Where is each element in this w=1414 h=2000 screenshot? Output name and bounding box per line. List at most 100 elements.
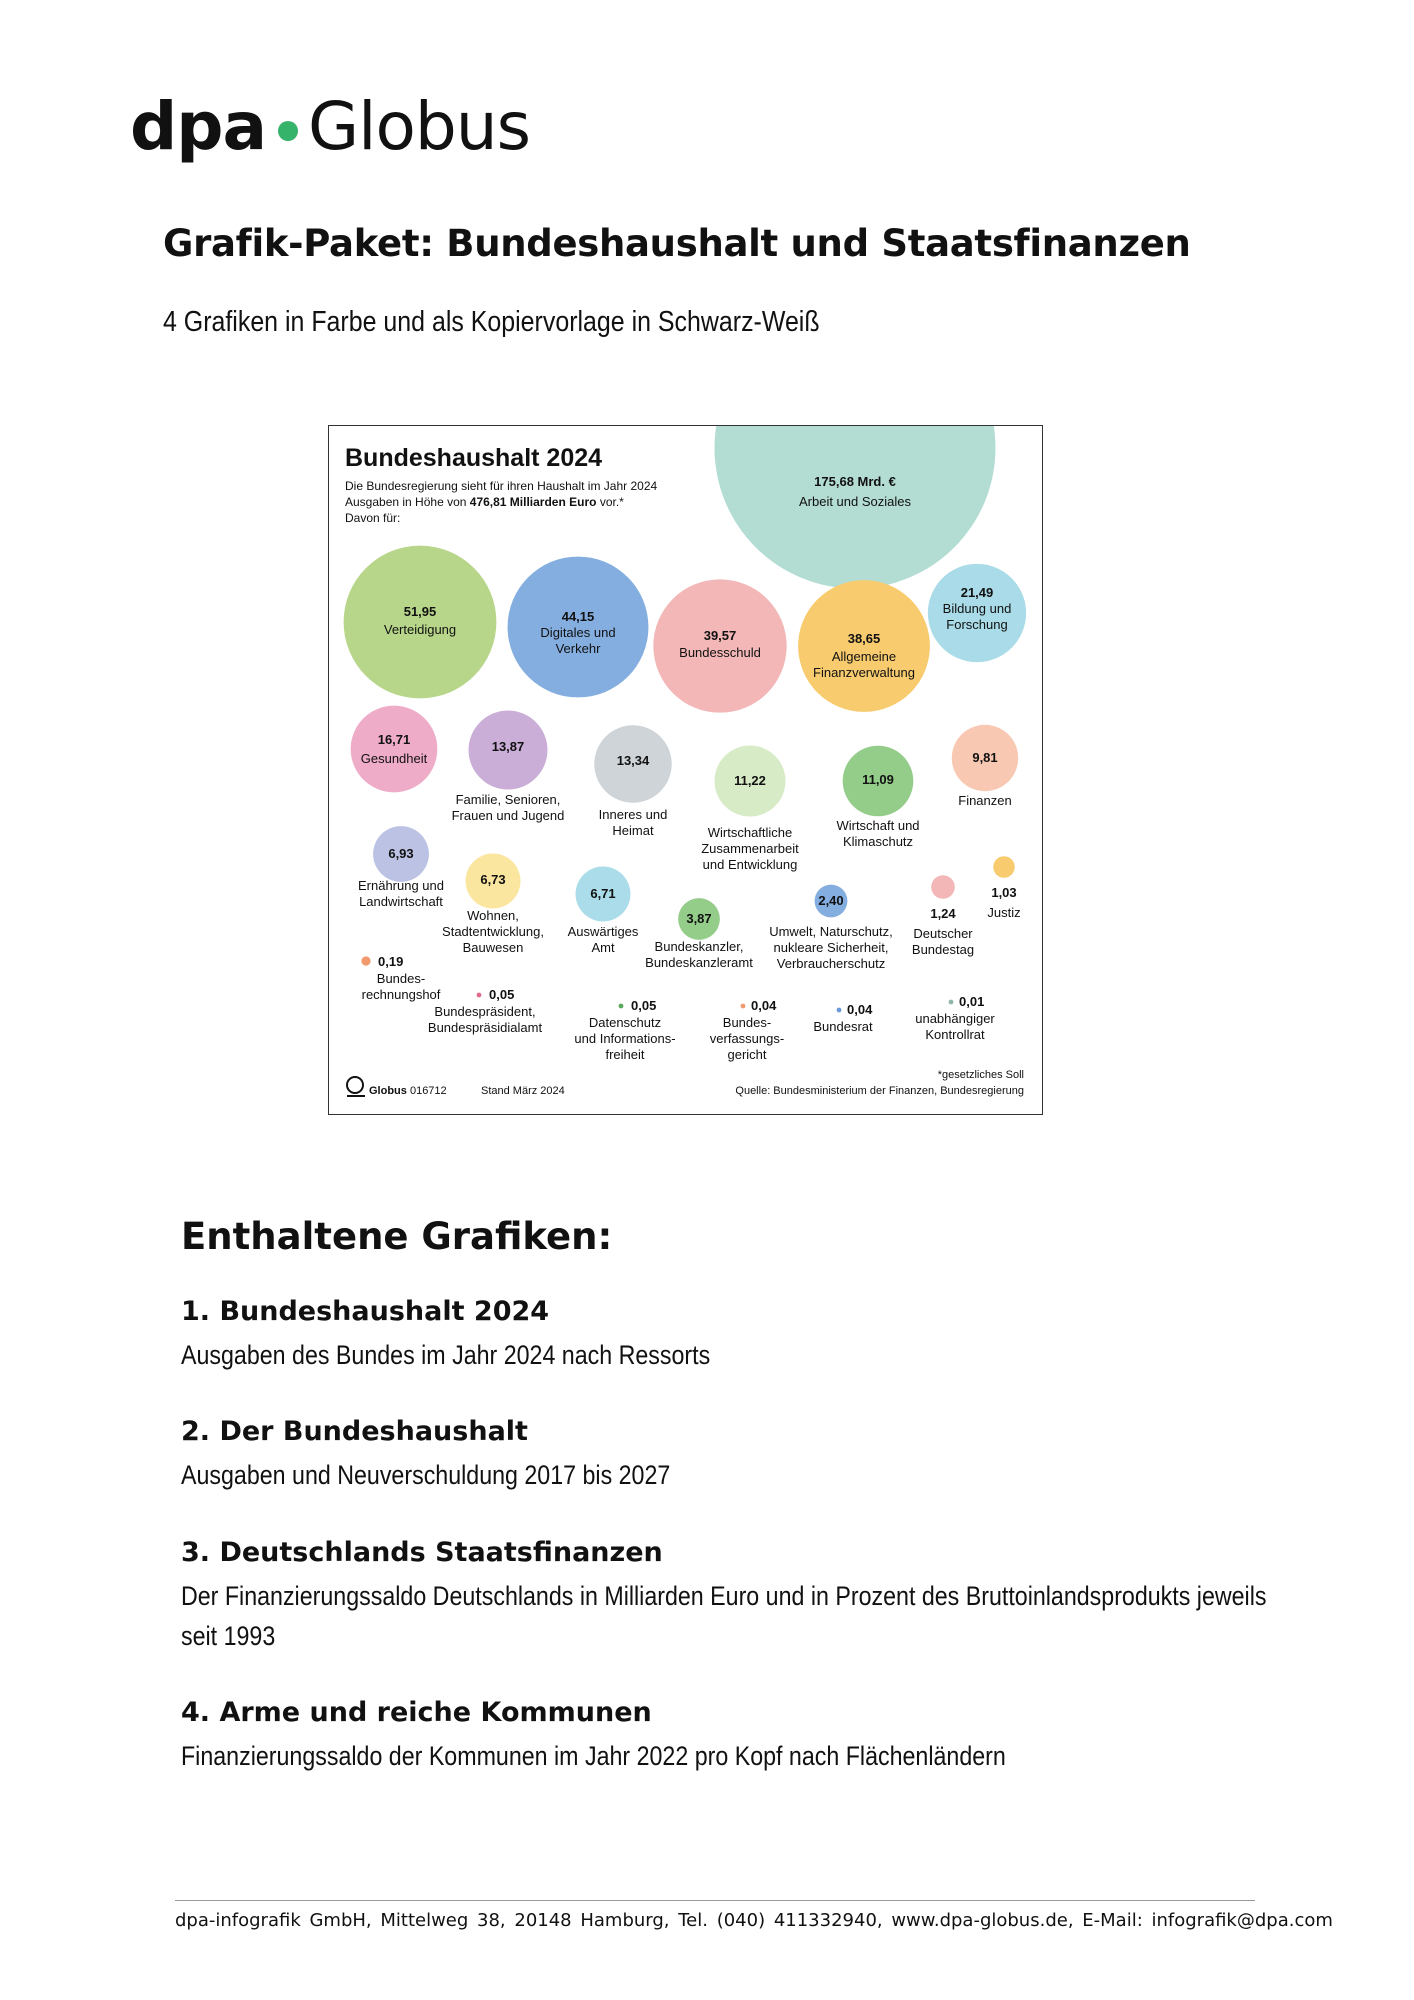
bubble-label: rechnungshof [362,987,441,1002]
bubble-value: 11,09 [862,772,894,787]
bubble-value: 0,04 [751,998,777,1013]
bubble [465,853,521,909]
bubble-label: Deutscher [913,926,973,941]
bubble-label: Bundesschuld [679,645,761,660]
bubble [714,745,786,817]
bubble-label: Umwelt, Naturschutz, [769,924,893,939]
bubble-label: Verkehr [556,641,601,656]
bubble-label: Bundestag [912,942,974,957]
bubble-label: Inneres und [599,807,668,822]
bubble [798,580,930,712]
bubble [948,999,954,1005]
bubble-value: 44,15 [562,609,595,624]
bubble-value: 9,81 [972,750,997,765]
bubble-value: 6,71 [590,886,615,901]
bubble-label: Wohnen, [467,908,519,923]
bubble-value: 6,73 [480,872,505,887]
bubble-label: Familie, Senioren, [456,792,561,807]
bubble-label: Heimat [612,823,654,838]
contents-item: 4. Arme und reiche Kommunen Finanzierung… [181,1697,1271,1776]
bubble [814,884,848,918]
chart-title: Bundeshaushalt 2024 [345,444,602,472]
bubble-label: Bundesrat [813,1019,873,1034]
bubble-label: Wirtschaft und [836,818,919,833]
bubble-label: Verbraucherschutz [777,956,885,971]
bubble-value: 0,19 [378,954,403,969]
contents-item-title: 1. Bundeshaushalt 2024 [181,1296,550,1327]
bubble-value: 175,68 Mrd. € [814,474,896,489]
bubble-label: Bundeskanzler, [655,939,744,954]
bubble-label: Frauen und Jugend [452,808,565,823]
bubble [931,875,955,899]
bubble [951,724,1019,792]
bubble-value: 6,93 [388,846,413,861]
bubble-value: 3,87 [686,911,711,926]
bubble-label: Bundespräsidialamt [428,1020,543,1035]
chart-stand: Stand März 2024 [481,1085,565,1097]
bubble-label: Forschung [946,617,1007,632]
contents-item-description: Ausgaben des Bundes im Jahr 2024 nach Re… [181,1340,711,1370]
bubble-label: Verteidigung [384,622,456,637]
footer-divider [175,1900,1255,1901]
bubble-label: Bundeskanzleramt [645,955,753,970]
bubble-label: Amt [591,940,615,955]
bubble [350,705,438,793]
logo-dpa: dpa [130,88,267,165]
contents-item-description: Der Finanzierungssaldo Deutschlands in M… [181,1581,1267,1651]
bubble [842,745,914,817]
chart-source: Quelle: Bundesministerium der Finanzen, … [735,1085,1024,1097]
bubble-label: nukleare Sicherheit, [774,940,889,955]
bubble [575,866,631,922]
bubble [714,426,996,589]
bubble [594,725,672,803]
logo-dot-icon [278,121,299,141]
bubble [343,545,497,699]
bubble-value: 51,95 [404,604,437,619]
bubble-label: Auswärtiges [568,924,639,939]
bubble-label: Wirtschaftliche [708,825,793,840]
page-title: Grafik-Paket: Bundeshaushalt und Staatsf… [163,222,1191,265]
bubble-label: und Informations- [574,1031,675,1046]
chart-intro-line: Die Bundesregierung sieht für ihren Haus… [345,479,658,493]
bubble-label: Arbeit und Soziales [799,494,912,509]
bubble-value: 1,03 [991,885,1016,900]
bubble-label: Bundes- [377,971,425,986]
bubble-value: 0,05 [489,987,514,1002]
page-subtitle: 4 Grafiken in Farbe und als Kopiervorlag… [163,306,820,338]
chart-brand: Globus 016712 [369,1085,447,1097]
chart-footnote: *gesetzliches Soll [938,1069,1024,1081]
contents-item: 3. Deutschlands Staatsfinanzen Der Finan… [181,1537,1271,1656]
contents-item-description: Finanzierungssaldo der Kommunen im Jahr … [181,1741,1006,1771]
contents-item-title: 4. Arme und reiche Kommunen [181,1697,652,1728]
bubble-label: Bildung und [943,601,1012,616]
bubble-label: Allgemeine [832,649,896,664]
contents-item-title: 2. Der Bundeshaushalt [181,1416,528,1447]
bubble-value: 16,71 [378,732,411,747]
chart-intro-line: Ausgaben in Höhe von 476,81 Milliarden E… [345,495,624,509]
bubble-label: Justiz [987,905,1020,920]
bubble-label: Bauwesen [463,940,524,955]
bubble-label: unabhängiger [915,1011,995,1026]
bubble-value: 39,57 [704,628,737,643]
contents-item: 2. Der Bundeshaushalt Ausgaben und Neuve… [181,1416,1271,1495]
bubble [993,856,1015,878]
footer-contact: dpa-infografik GmbH, Mittelweg 38, 20148… [175,1910,1333,1931]
bubble [476,992,482,998]
bubble-label: Kontrollrat [925,1027,985,1042]
bubble-value: 0,01 [959,994,984,1009]
bubble [507,556,649,698]
bubble-label: freiheit [605,1047,644,1062]
bubble-label: Zusammenarbeit [701,841,799,856]
bubble [468,710,548,790]
bubble [836,1007,842,1013]
bubble-label: Landwirtschaft [359,894,443,909]
contents-item: 1. Bundeshaushalt 2024 Ausgaben des Bund… [181,1296,1271,1375]
bubble-label: Finanzen [958,793,1011,808]
bubble [740,1003,746,1009]
bubble-value: 13,87 [492,739,525,754]
bubble-value: 13,34 [617,753,650,768]
bubble-label: Stadtentwicklung, [442,924,544,939]
globus-mark-icon [346,1076,364,1094]
